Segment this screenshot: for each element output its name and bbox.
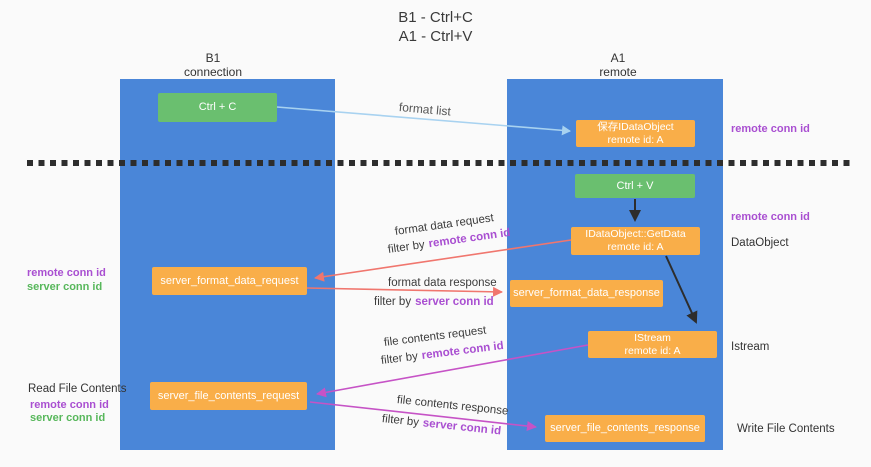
annotation-file-remote-conn-id: remote conn id [30,399,109,411]
filter-key-remote-conn-id: remote conn id [421,339,505,362]
annotation-read-file-contents: Read File Contents [28,383,127,395]
filter-key-server-conn-id: server conn id [415,296,494,308]
node-save-dataobject-line2: remote id: A [607,133,664,146]
node-idataobject-getdata: IDataObject::GetData remote id: A [571,227,700,255]
lane-a1-subtitle: remote [599,65,637,79]
annotation-dataobject: DataObject [731,237,789,249]
session-divider [27,160,855,166]
node-istream-line2: remote id: A [624,344,681,357]
lane-header-a1: A1 remote [558,51,678,79]
annotation-remote-conn-id-top: remote conn id [731,123,810,135]
filter-by-text: filter by [374,296,412,308]
annotation-format-remote-conn-id: remote conn id [27,267,106,279]
filter-by-text: filter by [380,350,419,367]
arrow-label-format-data-response: format data response [388,277,497,289]
node-format-response-label: server_format_data_response [513,287,660,299]
node-getdata-line1: IDataObject::GetData [585,228,686,240]
node-file-request-label: server_file_contents_request [157,389,300,402]
title-line-1: B1 - Ctrl+C [398,9,473,26]
lane-b1-title: B1 [205,51,221,65]
node-istream-line1: IStream [634,331,671,344]
annotation-remote-conn-id-mid: remote conn id [731,211,810,223]
node-server-file-contents-request: server_file_contents_request [150,382,307,410]
lane-b1-subtitle: connection [183,65,243,79]
filter-by-text: filter by [387,238,426,256]
node-server-file-contents-response: server_file_contents_response [545,415,705,442]
arrow-label-file-contents-response: file contents response [396,394,509,418]
diagram-title: B1 - Ctrl+C A1 - Ctrl+V [0,8,871,46]
lane-a1-title: A1 [610,51,626,65]
node-istream: IStream remote id: A [588,331,717,358]
node-save-dataobject-line1: 保存IDataObject [597,120,674,133]
filter-by-text: filter by [381,413,420,429]
node-format-request-label: server_format_data_request [160,274,299,287]
annotation-file-server-conn-id: server conn id [30,412,106,424]
node-server-format-data-request: server_format_data_request [152,267,307,295]
annotation-istream: Istream [731,341,770,353]
node-ctrl-v-label: Ctrl + V [616,179,654,192]
lane-header-b1: B1 connection [153,51,273,79]
node-server-format-data-response: server_format_data_response [510,280,663,307]
arrow-label-format-list: format list [398,100,452,119]
annotation-write-file-contents: Write File Contents [737,423,835,435]
title-line-2: A1 - Ctrl+V [398,28,473,45]
node-save-dataobject: 保存IDataObject remote id: A [576,120,695,147]
node-ctrl-v: Ctrl + V [575,174,695,198]
annotation-format-server-conn-id: server conn id [27,281,103,293]
node-ctrl-c: Ctrl + C [158,93,277,122]
node-file-response-label: server_file_contents_response [550,422,700,434]
filter-key-server-conn-id: server conn id [422,417,502,438]
node-getdata-line2: remote id: A [607,241,664,253]
node-ctrl-c-label: Ctrl + C [198,101,237,113]
